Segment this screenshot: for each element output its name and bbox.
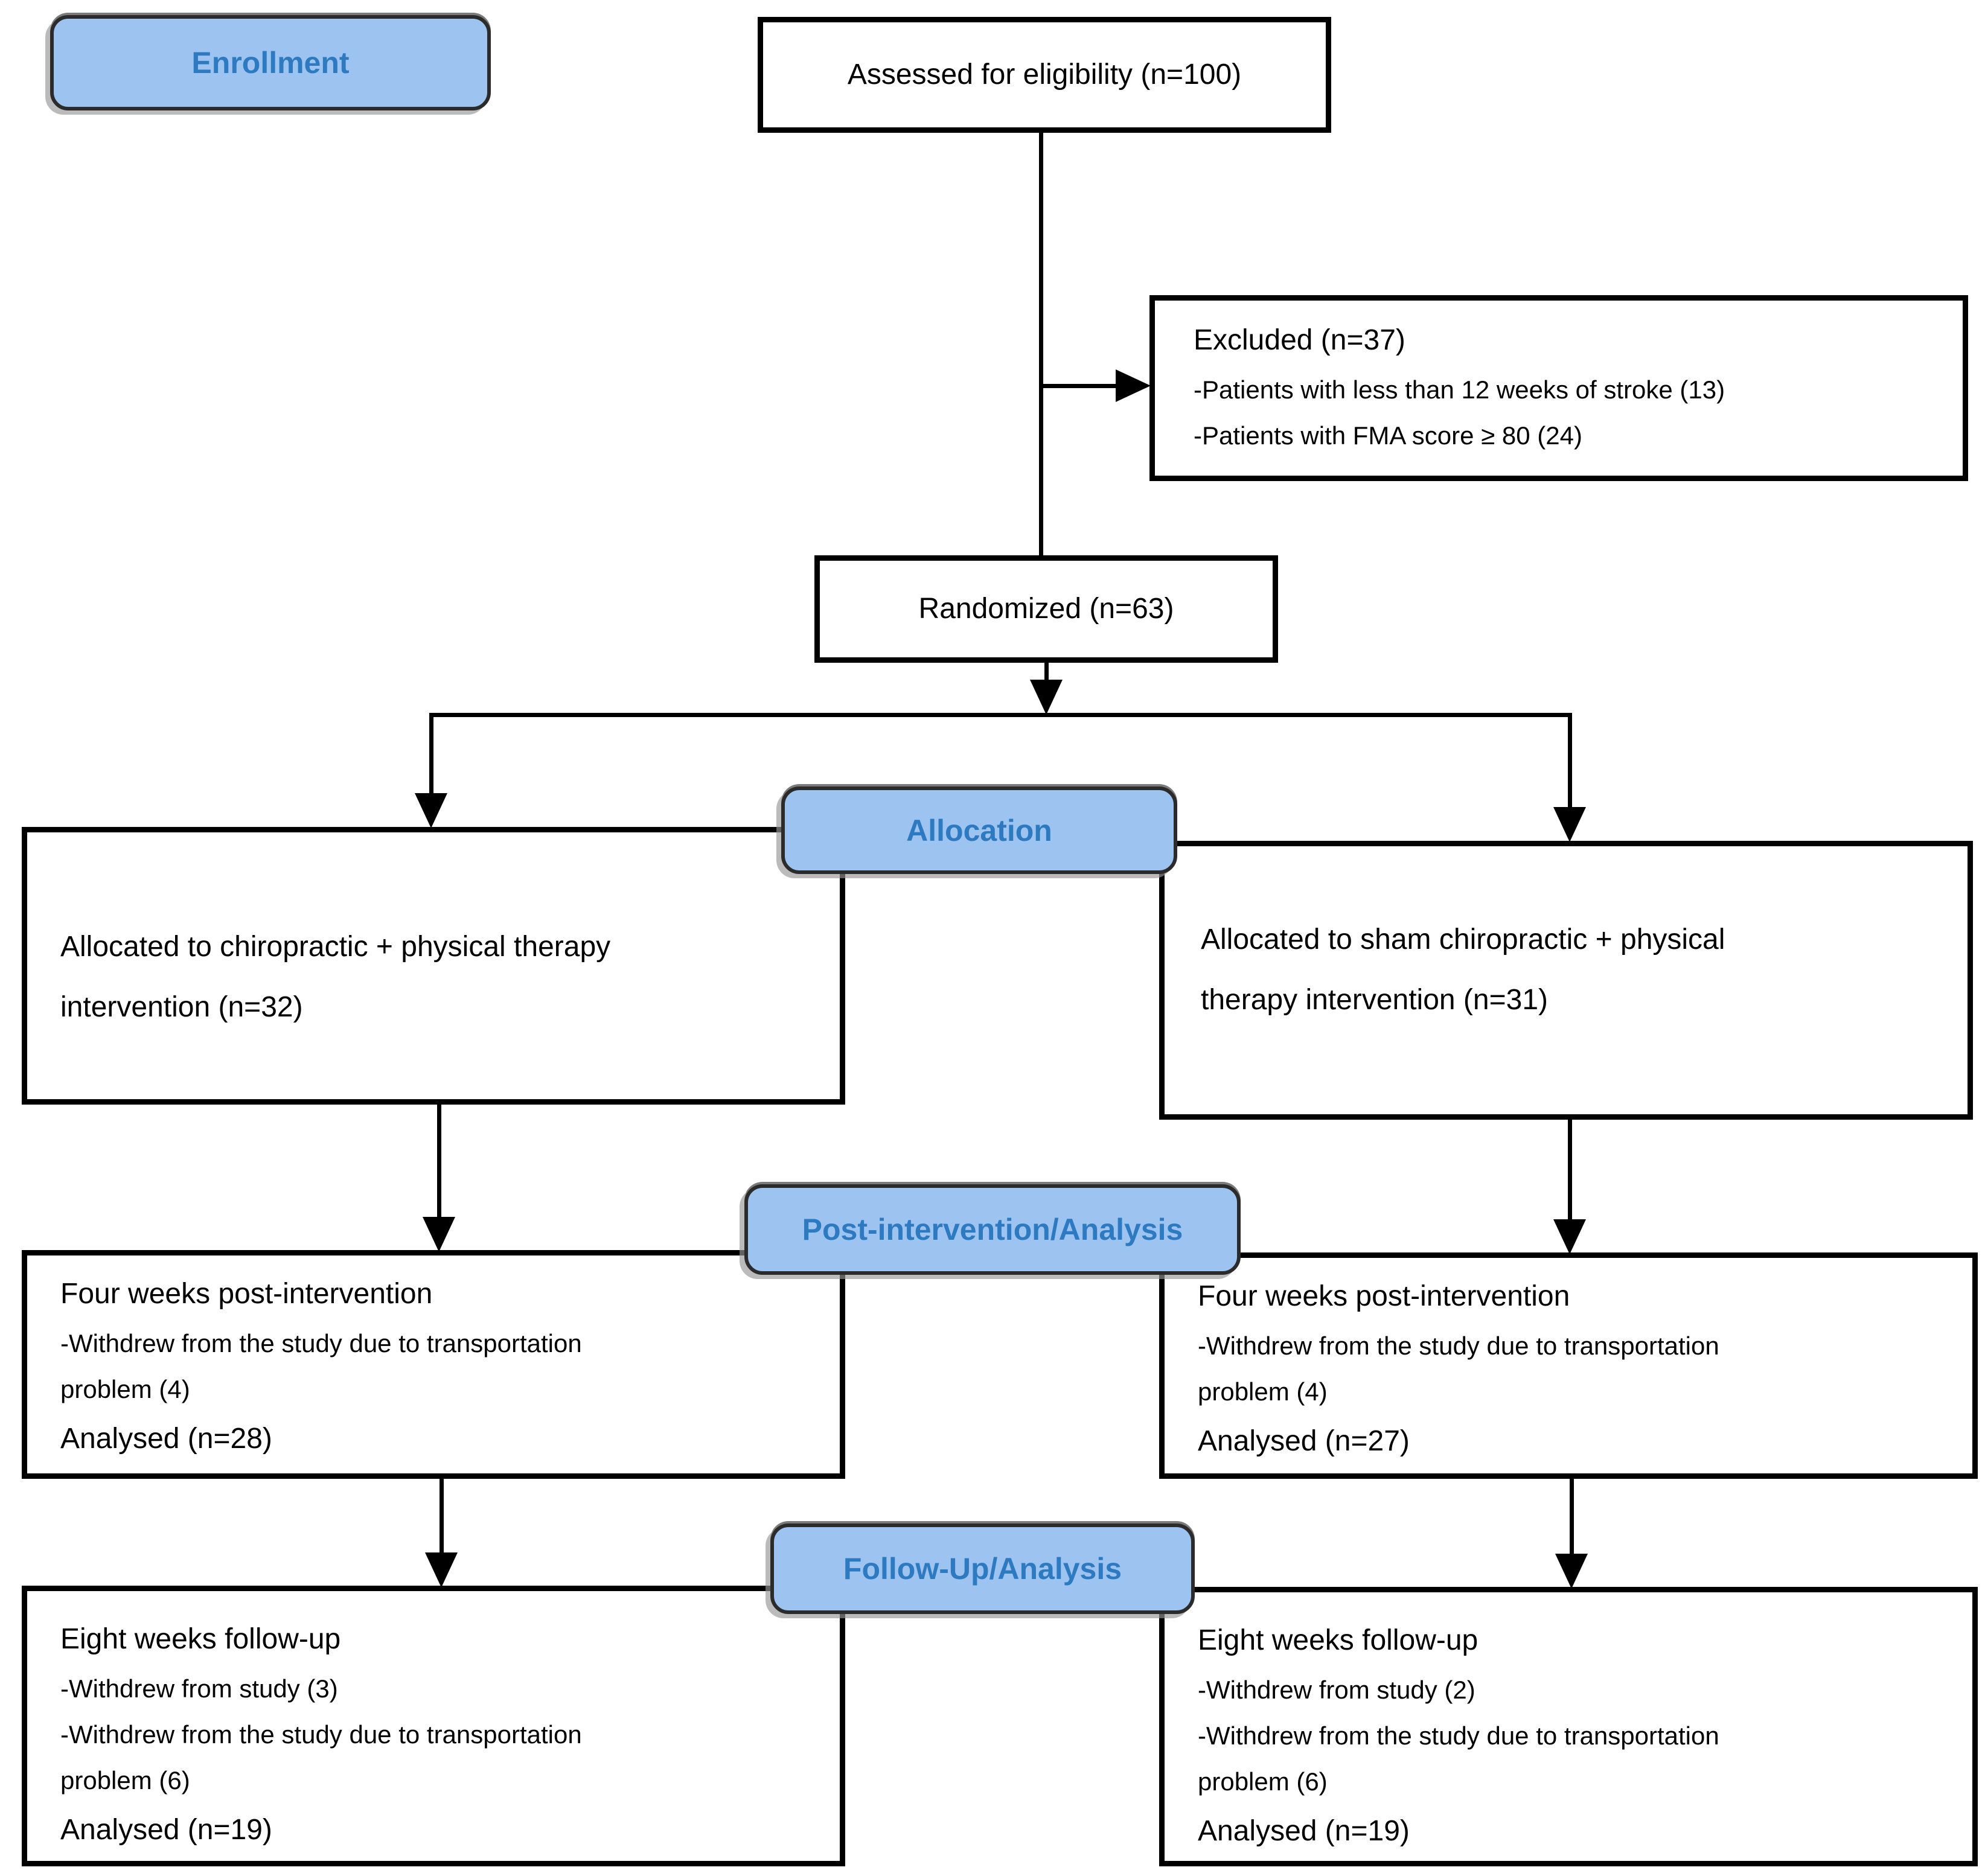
box-text-line: -Withdrew from the study due to transpor… <box>1198 1332 1719 1360</box>
box-text-line: -Withdrew from the study due to transpor… <box>1198 1721 1719 1750</box>
allocation-stage-label-text: Allocation <box>906 813 1052 847</box>
connector-randomized-to-split <box>1044 662 1049 691</box>
arrowhead-randomized-split <box>1030 680 1063 715</box>
follow-up-stage-label: Follow-Up/Analysis <box>770 1523 1195 1614</box>
box-text-line: -Withdrew from study (3) <box>60 1674 338 1703</box>
box-text-line: -Patients with FMA score ≥ 80 (24) <box>1194 421 1582 450</box>
box-text-line: Four weeks post-intervention <box>1198 1280 1570 1312</box>
arrowhead-into-allocation-right <box>1553 807 1586 842</box>
connector-assessed-to-randomized <box>1039 132 1043 555</box>
box-text-line: Assessed for eligibility (n=100) <box>847 59 1242 91</box>
followup-right-box: Eight weeks follow-up -Withdrew from stu… <box>1159 1587 1978 1866</box>
box-text-line: Analysed (n=19) <box>60 1814 272 1846</box>
box-text-line: Excluded (n=37) <box>1194 324 1405 356</box>
arrowhead-into-followup-left <box>425 1552 458 1587</box>
post-intervention-left-box: Four weeks post-intervention -Withdrew f… <box>22 1250 845 1479</box>
box-text-line: problem (6) <box>60 1766 190 1795</box>
box-text-line: Eight weeks follow-up <box>1198 1624 1479 1656</box>
box-text-line: Allocated to chiropractic + physical the… <box>60 931 611 963</box>
connector-post-right-to-followup-right <box>1570 1476 1574 1556</box>
post-intervention-right-box: Four weeks post-intervention -Withdrew f… <box>1159 1252 1978 1479</box>
box-text-line: Eight weeks follow-up <box>60 1623 341 1655</box>
connector-allocation-left-to-post-left <box>437 1102 441 1218</box>
box-text-line: Analysed (n=19) <box>1198 1815 1410 1847</box>
allocation-left-box: Allocated to chiropractic + physical the… <box>22 827 845 1105</box>
follow-up-stage-label-text: Follow-Up/Analysis <box>843 1552 1122 1586</box>
post-intervention-stage-label: Post-intervention/Analysis <box>744 1184 1241 1275</box>
box-text-line: Allocated to sham chiropractic + physica… <box>1201 924 1725 956</box>
allocation-right-box: Allocated to sham chiropractic + physica… <box>1159 841 1973 1120</box>
assessed-eligibility-box: Assessed for eligibility (n=100) <box>758 17 1331 133</box>
box-text-line: problem (4) <box>60 1375 190 1403</box>
arrowhead-into-excluded <box>1116 369 1151 402</box>
box-text-line: Four weeks post-intervention <box>60 1278 433 1310</box>
box-text-line: Randomized (n=63) <box>918 593 1174 625</box>
connector-post-left-to-followup-left <box>440 1476 444 1555</box>
randomized-box: Randomized (n=63) <box>814 555 1278 663</box>
connector-allocation-right-to-post-right <box>1568 1117 1572 1221</box>
excluded-box: Excluded (n=37) -Patients with less than… <box>1149 295 1968 481</box>
connector-split-to-allocation-left <box>429 713 433 794</box>
connector-branch-to-excluded <box>1039 384 1116 388</box>
box-text-line: Analysed (n=27) <box>1198 1425 1410 1457</box>
allocation-stage-label: Allocation <box>781 786 1177 874</box>
arrowhead-into-post-left <box>423 1217 455 1252</box>
box-text-line: therapy intervention (n=31) <box>1201 984 1549 1016</box>
box-text-line: -Withdrew from the study due to transpor… <box>60 1329 582 1358</box>
post-intervention-stage-label-text: Post-intervention/Analysis <box>802 1213 1183 1246</box>
box-text-line: -Patients with less than 12 weeks of str… <box>1194 375 1725 404</box>
box-text-line: problem (4) <box>1198 1377 1328 1406</box>
connector-split-to-allocation-right <box>1568 713 1572 809</box>
box-text-line: -Withdrew from study (2) <box>1198 1676 1475 1704</box>
box-text-line: intervention (n=32) <box>60 991 303 1023</box>
arrowhead-into-allocation-left <box>415 793 447 828</box>
arrowhead-into-post-right <box>1553 1219 1586 1254</box>
box-text-line: -Withdrew from the study due to transpor… <box>60 1720 582 1749</box>
arrowhead-into-followup-right <box>1555 1554 1588 1589</box>
followup-left-box: Eight weeks follow-up -Withdrew from stu… <box>22 1586 845 1866</box>
box-text-line: Analysed (n=28) <box>60 1423 272 1455</box>
enrollment-stage-label-text: Enrollment <box>191 46 350 80</box>
split-bar <box>431 713 1571 717</box>
enrollment-stage-label: Enrollment <box>50 15 491 110</box>
box-text-line: problem (6) <box>1198 1767 1328 1796</box>
